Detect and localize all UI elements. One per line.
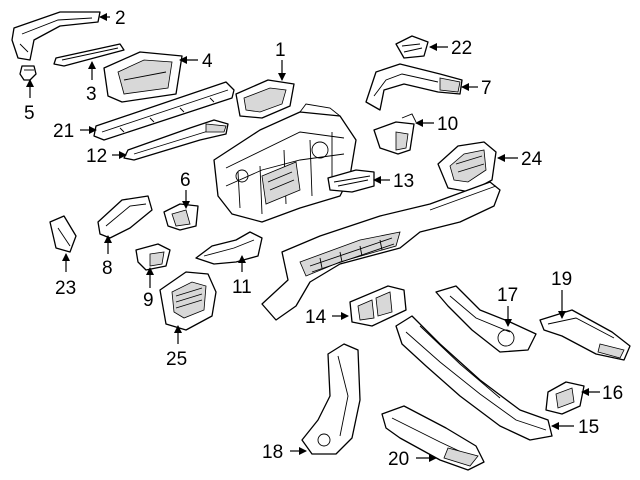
callout-9: 9	[143, 290, 154, 311]
part-1-duct	[235, 79, 295, 119]
part-14-vent-cluster	[349, 285, 407, 327]
callout-20: 20	[388, 449, 409, 470]
callout-14: 14	[305, 307, 327, 328]
callout-15: 15	[578, 417, 599, 438]
part-13-vent	[327, 169, 375, 193]
part-23-cover	[49, 215, 77, 253]
part-25-center-vent	[159, 271, 217, 331]
callout-23: 23	[55, 278, 76, 299]
callout-6: 6	[180, 170, 191, 191]
callout-18: 18	[262, 442, 283, 463]
part-7-side-duct	[365, 63, 463, 111]
part-6-duct	[163, 203, 199, 231]
callout-2: 2	[115, 8, 126, 29]
part-9-connector	[135, 243, 171, 271]
callout-labels: 1 2 3 4 5 6 7 8 9 10 11 12 13 14 15 16 1…	[24, 8, 623, 470]
part-3-strip	[53, 43, 125, 67]
callout-12: 12	[86, 146, 107, 167]
callout-10: 10	[437, 114, 458, 135]
callout-17: 17	[497, 285, 518, 306]
part-8-duct	[97, 195, 153, 239]
part-2-bracket	[11, 11, 101, 61]
callout-1: 1	[275, 40, 286, 61]
part-16-vent	[545, 381, 585, 415]
part-15-floor-duct	[395, 315, 553, 441]
callout-5: 5	[24, 103, 35, 124]
callout-16: 16	[602, 383, 623, 404]
callout-4: 4	[202, 51, 213, 72]
callout-25: 25	[166, 349, 187, 370]
callout-21: 21	[53, 121, 74, 142]
leader-lines	[26, 13, 600, 462]
part-24-side-vent	[437, 141, 497, 193]
part-4-vent	[103, 51, 183, 103]
part-12-duct	[123, 119, 229, 161]
callout-8: 8	[102, 258, 113, 279]
part-11-duct	[195, 231, 263, 265]
part-5-clip	[19, 65, 37, 81]
callout-7: 7	[481, 78, 492, 99]
part-19-duct	[539, 309, 631, 361]
part-17-duct	[435, 285, 537, 353]
callout-13: 13	[393, 171, 414, 192]
part-21-defrost-duct	[93, 81, 235, 141]
callout-24: 24	[521, 149, 543, 170]
part-22-pad	[395, 35, 429, 59]
callout-3: 3	[86, 84, 97, 105]
instrument-panel-carrier	[261, 181, 501, 321]
part-20-duct	[381, 405, 485, 471]
callout-19: 19	[551, 269, 572, 290]
part-18-duct	[301, 343, 361, 455]
hvac-housing	[213, 103, 357, 223]
part-10-duct	[373, 113, 417, 155]
callout-11: 11	[232, 277, 252, 298]
callout-22: 22	[451, 38, 472, 59]
